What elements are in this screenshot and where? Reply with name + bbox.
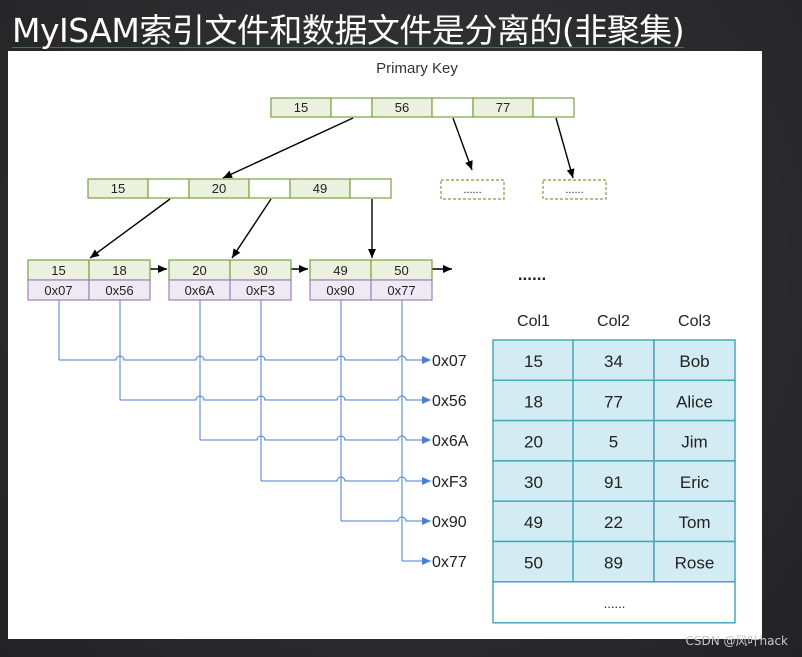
table-cell-value: Tom xyxy=(678,513,710,532)
table-cell-value: 91 xyxy=(604,473,623,492)
pointer-horizontal xyxy=(120,395,431,404)
table-footer-label: ...... xyxy=(604,596,626,611)
table-cell xyxy=(572,339,655,382)
table-cell xyxy=(572,540,655,583)
leaf-key-label: 15 xyxy=(51,263,65,278)
leaf-addr-label: 0x56 xyxy=(105,283,133,298)
leaf-addr-cell xyxy=(370,279,433,301)
mid-to-leaf-arrow xyxy=(231,198,272,259)
table-cell-value: 20 xyxy=(524,433,543,452)
table-cell-value: Bob xyxy=(679,352,709,371)
leaf-addr-cell xyxy=(229,279,292,301)
leaf-key-label: 30 xyxy=(253,263,267,278)
mid-key-label: 49 xyxy=(313,181,327,196)
table-cell xyxy=(492,540,575,583)
table-header: Col1 xyxy=(517,313,550,330)
table-cell-value: 22 xyxy=(604,513,623,532)
pointer-label: 0xF3 xyxy=(432,474,468,491)
pointer-label: 0x07 xyxy=(432,353,467,370)
table-cell-value: 89 xyxy=(604,554,623,573)
page-title: MyISAM索引文件和数据文件是分离的(非聚集) xyxy=(12,11,685,50)
pointer-horizontal xyxy=(59,355,431,364)
root-to-mid-arrow xyxy=(222,117,354,179)
leaf-key-label: 18 xyxy=(112,263,126,278)
leaf-addr-label: 0xF3 xyxy=(246,283,275,298)
table-cell-value: 5 xyxy=(609,433,618,452)
table-cell-value: 77 xyxy=(604,392,623,411)
pointer-labels: 0x07 0x56 0x6A 0xF3 0x90 0x77 xyxy=(432,353,469,571)
pointer-horizontal xyxy=(261,476,431,485)
placeholder-label: ...... xyxy=(463,184,481,196)
pointer-lines xyxy=(58,300,431,565)
mid-node: 15 20 49 xyxy=(87,178,392,199)
data-table: Col1 Col2 Col3 15 34 Bob 18 77 Alice 20 5 Jim 30 91 Er… xyxy=(492,313,736,624)
table-cell-value: Jim xyxy=(681,433,707,452)
table-header: Col3 xyxy=(678,313,711,330)
table-cell xyxy=(653,500,736,543)
placeholder-node xyxy=(440,179,505,200)
table-cell-value: Rose xyxy=(675,554,715,573)
pointer-label: 0x77 xyxy=(432,554,467,571)
table-cell-value: 49 xyxy=(524,513,543,532)
table-cell-value: 34 xyxy=(604,352,623,371)
pointer-horizontal xyxy=(200,435,431,444)
table-cell xyxy=(572,460,655,502)
table-footer-row xyxy=(492,581,736,624)
mid-pointer-cell xyxy=(248,178,291,199)
leaf-nodes: 15 0x07 18 0x56 20 0x6A 30 0xF3 49 0x90 50 0x77 xyxy=(27,259,433,301)
pointer-horizontal xyxy=(341,516,431,525)
pointer-label: 0x56 xyxy=(432,393,467,410)
table-cell xyxy=(653,379,736,422)
placeholder-nodes: ............ xyxy=(440,179,607,200)
root-pointer-cell xyxy=(431,97,474,118)
root-key-label: 56 xyxy=(395,100,409,115)
table-cell-value: 15 xyxy=(524,352,543,371)
mid-pointer-cell xyxy=(349,178,392,199)
leaf-addr-cell xyxy=(88,279,151,301)
leaf-addr-label: 0x07 xyxy=(44,283,72,298)
table-header: Col2 xyxy=(597,313,630,330)
leaf-addr-label: 0x6A xyxy=(185,283,215,298)
table-cell-value: Alice xyxy=(676,392,713,411)
root-key-label: 15 xyxy=(294,100,308,115)
table-cell xyxy=(492,500,575,543)
leaf-key-label: 20 xyxy=(192,263,206,278)
root-node: 15 56 77 xyxy=(270,97,575,118)
table-cell-value: Eric xyxy=(680,473,710,492)
diagram-title: Primary Key xyxy=(376,60,458,77)
mid-to-leaf-arrow xyxy=(89,198,171,259)
pointer-label: 0x90 xyxy=(432,514,467,531)
tree-arrows xyxy=(89,117,575,273)
leaf-ellipsis: ...... xyxy=(518,265,546,284)
table-cell-value: 18 xyxy=(524,392,543,411)
btree-diagram: Primary Key 15 56 77 15 20 49 ............ 1… xyxy=(27,60,736,624)
root-key-label: 77 xyxy=(496,100,510,115)
leaf-addr-label: 0x77 xyxy=(387,283,415,298)
leaf-addr-label: 0x90 xyxy=(326,283,354,298)
table-cell-value: 50 xyxy=(524,554,543,573)
placeholder-node xyxy=(542,179,607,200)
watermark: CSDN @风叶hack xyxy=(685,634,788,648)
root-pointer-cell xyxy=(330,97,373,118)
table-cell-value: 30 xyxy=(524,473,543,492)
pointer-label: 0x6A xyxy=(432,433,469,450)
leaf-key-label: 50 xyxy=(394,263,408,278)
root-to-placeholder-arrow xyxy=(452,117,473,171)
root-pointer-cell xyxy=(532,97,575,118)
mid-key-label: 20 xyxy=(212,181,226,196)
placeholder-label: ...... xyxy=(565,184,583,196)
mid-pointer-cell xyxy=(147,178,190,199)
root-to-placeholder-arrow xyxy=(555,117,575,179)
leaf-key-label: 49 xyxy=(333,263,347,278)
mid-key-label: 15 xyxy=(111,181,125,196)
